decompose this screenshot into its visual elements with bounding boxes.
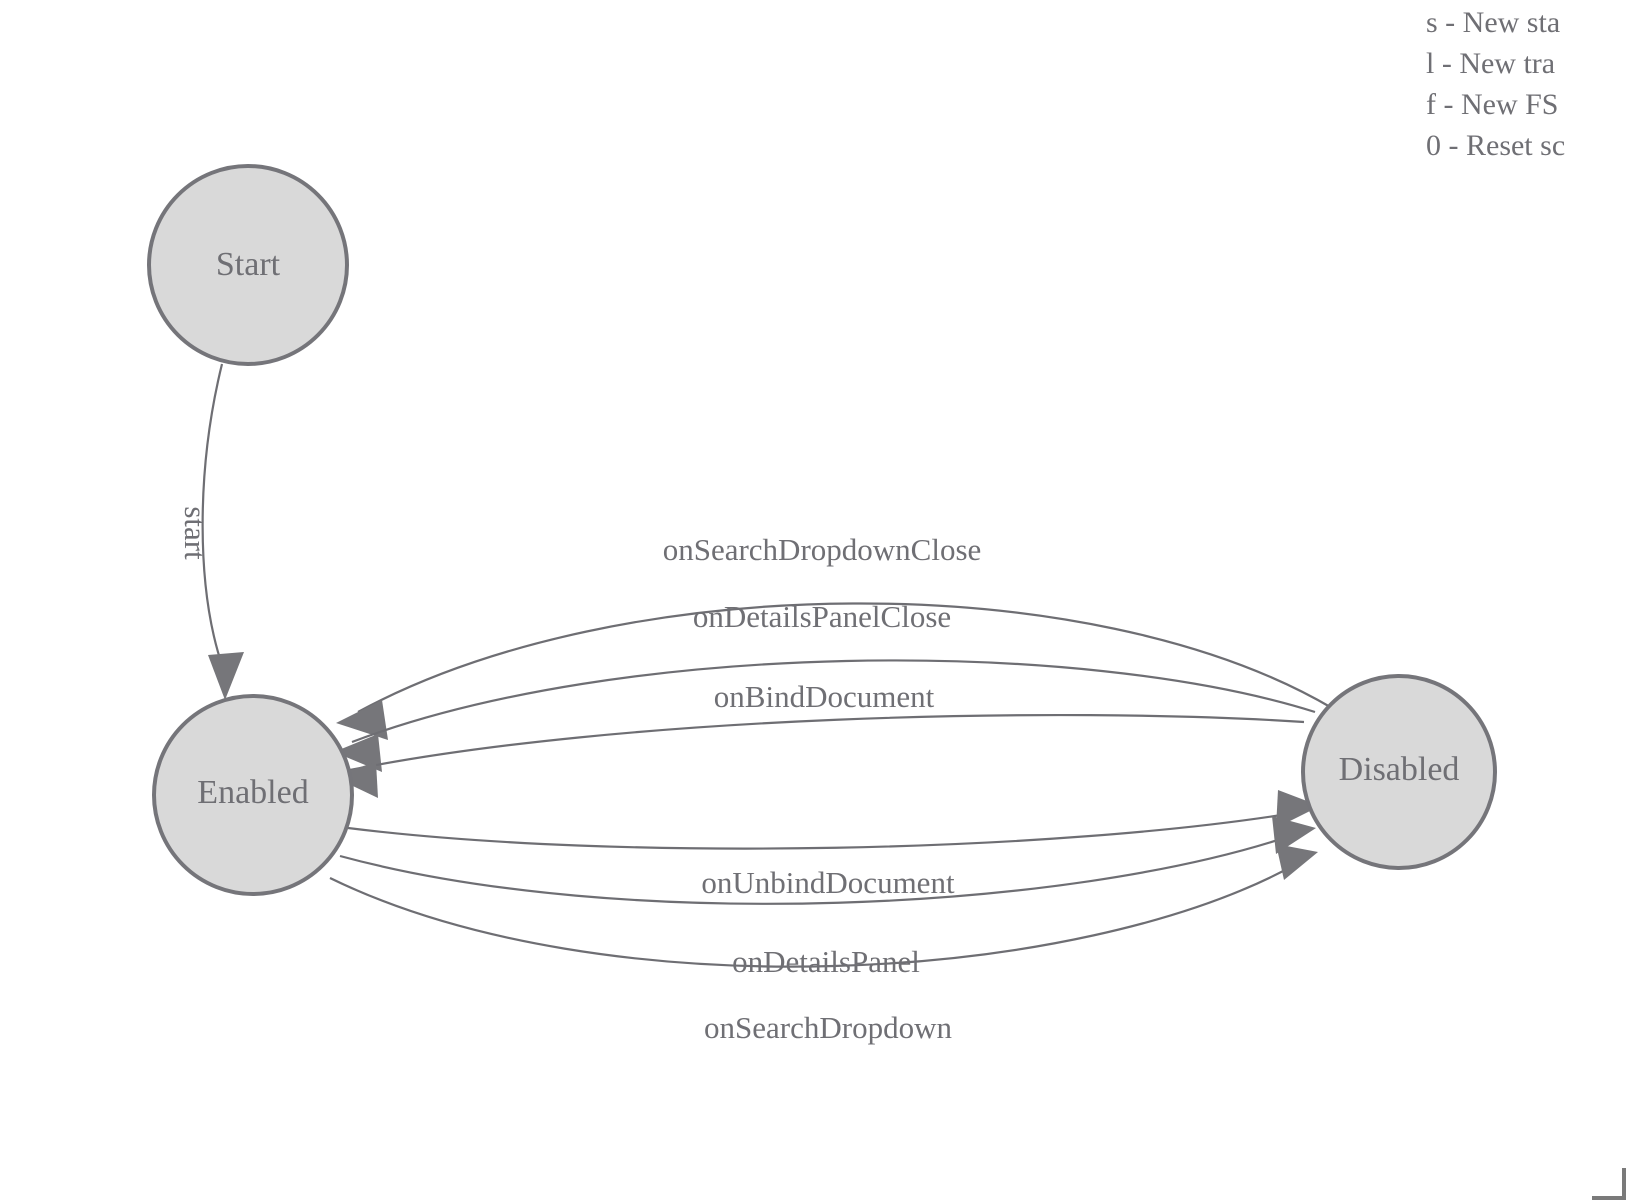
edge-path-onunbinddocument (347, 810, 1301, 850)
edge-path-start (201, 363, 225, 669)
state-circle-start[interactable] (147, 164, 349, 366)
edge-disabled-to-enabled-onsearchdropdownclose[interactable] (336, 602, 1333, 740)
state-label-start: Start (216, 246, 281, 283)
edge-path-onbinddocument (349, 713, 1305, 772)
state-node-start[interactable]: Start (147, 164, 349, 366)
edge-path-onsearchdropdownclose (357, 602, 1333, 713)
state-circle-enabled[interactable] (152, 694, 354, 896)
state-label-enabled: Enabled (197, 774, 308, 811)
edge-enabled-to-disabled-onsearchdropdown[interactable] (329, 844, 1318, 968)
edge-label-ondetailspanel: onDetailsPanel (732, 944, 920, 979)
edge-label-ondetailspanelclose: onDetailsPanelClose (693, 599, 951, 634)
edge-enabled-to-disabled-onunbinddocument[interactable] (347, 790, 1320, 850)
edge-path-ondetailspanelclose (351, 659, 1316, 744)
state-node-enabled[interactable]: Enabled (152, 694, 354, 896)
state-label-disabled: Disabled (1339, 751, 1460, 788)
help-line-new-transition: l - New tra (1426, 47, 1556, 80)
arrowhead-start (208, 652, 244, 700)
resize-handle-icon[interactable] (1592, 1168, 1626, 1200)
edge-disabled-to-enabled-ondetailspanelclose[interactable] (334, 659, 1316, 772)
edge-label-onsearchdropdown: onSearchDropdown (704, 1010, 952, 1045)
edge-disabled-to-enabled-onbinddocument[interactable] (332, 713, 1305, 798)
arrowhead-onbinddocument (332, 762, 378, 798)
arrowhead-ondetailspanelclose (334, 734, 382, 772)
edge-label-onunbinddocument: onUnbindDocument (701, 865, 955, 900)
arrowhead-onunbinddocument (1276, 790, 1320, 828)
arrowhead-onsearchdropdownclose (336, 700, 388, 740)
state-circle-disabled[interactable] (1301, 674, 1497, 870)
arrowhead-onsearchdropdown (1276, 844, 1318, 880)
edge-label-onsearchdropdownclose: onSearchDropdownClose (663, 532, 982, 567)
edge-path-onsearchdropdown (329, 861, 1301, 968)
help-line-reset: 0 - Reset sc (1426, 129, 1566, 162)
edge-label-onbinddocument: onBindDocument (714, 679, 935, 714)
arrowhead-ondetailspanel (1272, 816, 1316, 854)
help-line-new-state: s - New sta (1426, 6, 1561, 39)
edge-start-to-enabled[interactable] (201, 363, 244, 700)
state-node-disabled[interactable]: Disabled (1301, 674, 1497, 870)
edge-path-ondetailspanel (339, 832, 1297, 905)
help-line-new-fsm: f - New FS (1426, 88, 1559, 121)
edge-label-start: start (178, 506, 213, 560)
edge-enabled-to-disabled-ondetailspanel[interactable] (339, 816, 1316, 905)
help-shortcuts-overlay: s - New sta l - New tra f - New FS 0 - R… (1426, 0, 1632, 166)
